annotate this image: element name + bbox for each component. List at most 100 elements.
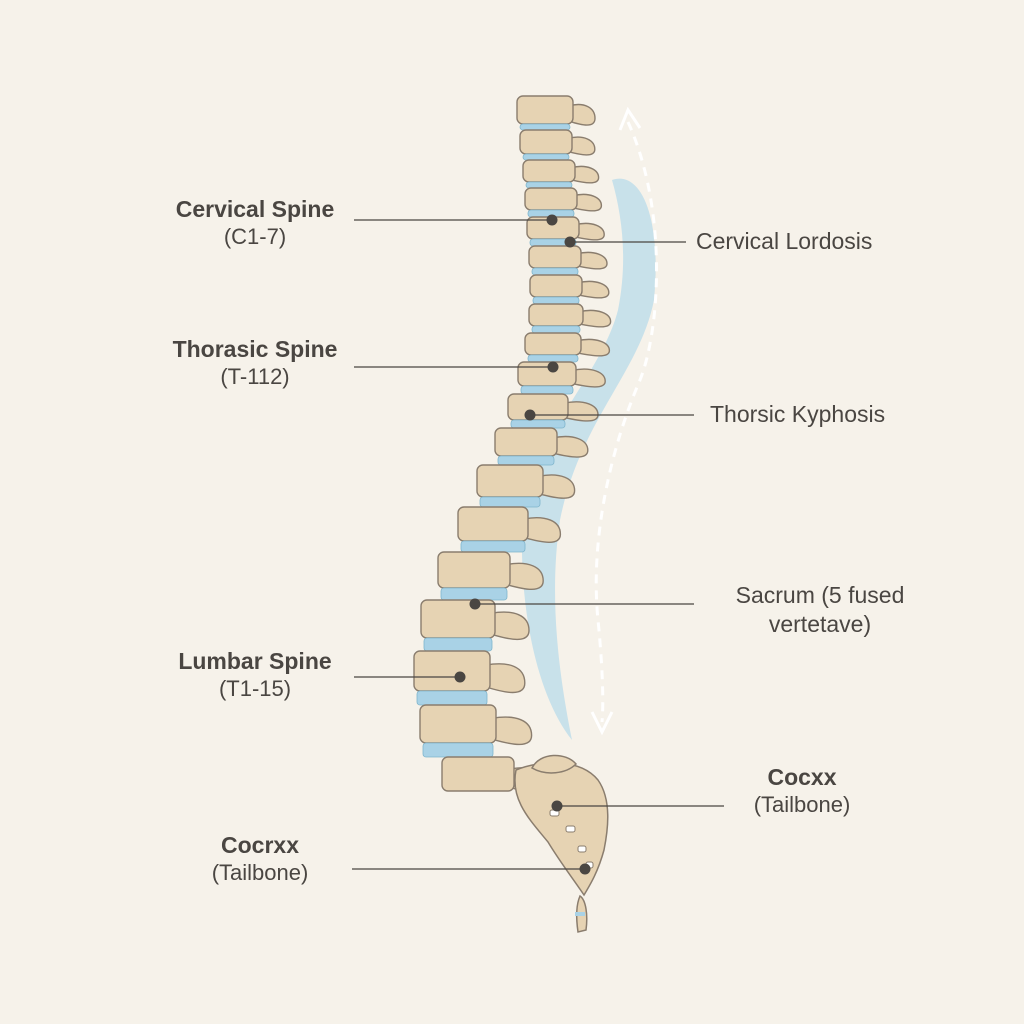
sacrum-lobe [531, 754, 578, 774]
spinous-process [491, 716, 533, 746]
label-kyphosis: Thorsic Kyphosis [710, 400, 885, 429]
vertebra [528, 303, 612, 334]
spinous-process [574, 222, 605, 241]
intervertebral-disc [525, 181, 573, 189]
label-sacrum: Sacrum (5 fused vertetave) [700, 581, 940, 639]
vertebrae [413, 95, 612, 793]
vertebral-body [413, 650, 491, 692]
intervertebral-disc [510, 419, 566, 429]
vertebral-body [517, 361, 577, 387]
vertebral-body [516, 95, 574, 125]
label-lumbar-sub: (T1-15) [218, 675, 292, 701]
arrow-head-bottom [590, 711, 614, 736]
intervertebral-disc [531, 267, 579, 276]
vertebral-body [419, 704, 497, 744]
vertebral-body [494, 427, 558, 457]
intervertebral-disc [527, 354, 579, 363]
intervertebral-disc [479, 496, 541, 508]
vertebral-body [441, 756, 515, 792]
vertebra [517, 361, 606, 395]
label-coccyx: Cocrxx (Tailbone) [170, 832, 350, 886]
vertebra [507, 393, 599, 429]
spinous-process [552, 435, 589, 458]
spinous-process [505, 562, 544, 591]
vertebral-body [528, 245, 582, 269]
vertebra [524, 187, 603, 218]
intervertebral-disc [531, 325, 581, 334]
label-coccyx-right-sub: (Tailbone) [753, 791, 851, 817]
vertebra [476, 464, 576, 508]
intervertebral-disc [522, 153, 570, 161]
dot-kyphosis [524, 409, 536, 421]
vertebra [457, 506, 562, 553]
vertebra [494, 427, 589, 466]
label-lordosis-text: Cervical Lordosis [696, 228, 873, 254]
curvature-arrow [594, 121, 659, 723]
vertebra [528, 245, 608, 276]
intervertebral-disc [460, 540, 526, 553]
label-lumbar-title: Lumbar Spine [178, 648, 332, 674]
label-lordosis: Cervical Lordosis [696, 227, 872, 256]
vertebra [522, 159, 600, 189]
vertebral-body [519, 129, 573, 155]
vertebral-body [529, 274, 583, 298]
label-lumbar: Lumbar Spine (T1-15) [140, 648, 370, 702]
dot-coccyx-right [551, 800, 563, 812]
vertebra [516, 95, 596, 131]
spinous-process [568, 103, 596, 126]
curvature-band [521, 178, 656, 740]
spinous-process [571, 368, 606, 388]
vertebra [420, 599, 530, 652]
label-coccyx-right: Cocxx (Tailbone) [722, 764, 882, 818]
vertebral-body [522, 159, 576, 183]
spinous-process [490, 611, 530, 641]
spinous-process [572, 193, 603, 212]
sacrum [514, 762, 609, 897]
vertebral-body [524, 187, 578, 211]
intervertebral-disc [532, 296, 580, 305]
vertebra [413, 650, 526, 706]
label-cervical-title: Cervical Spine [175, 196, 335, 222]
spinous-process [577, 280, 610, 299]
dot-thoracic [547, 361, 559, 373]
dot-lumbar [454, 671, 466, 683]
vertebra [437, 551, 544, 601]
label-coccyx-title: Cocrxx [221, 832, 299, 858]
spinous-process [523, 517, 562, 543]
spinous-process [485, 663, 526, 694]
intervertebral-disc [520, 385, 574, 395]
intervertebral-disc [519, 123, 571, 131]
label-thoracic-sub: (T-112) [220, 363, 290, 389]
coccyx-segment [575, 912, 585, 916]
label-cervical-sub: (C1-7) [223, 223, 287, 249]
vertebral-body [507, 393, 569, 421]
label-coccyx-right-title: Cocxx [767, 764, 837, 790]
dot-sacrum [469, 598, 481, 610]
intervertebral-disc [422, 742, 494, 758]
vertebral-body [420, 599, 496, 639]
leader-dots [454, 214, 591, 875]
arrow-head-top [618, 106, 642, 131]
vertebral-body [524, 332, 582, 356]
vertebra [519, 129, 596, 161]
spinous-process [578, 309, 612, 328]
vertebral-body [528, 303, 584, 327]
intervertebral-disc [416, 690, 488, 706]
intervertebral-disc [440, 587, 508, 601]
vertebral-body [437, 551, 511, 589]
label-cervical: Cervical Spine (C1-7) [140, 196, 370, 250]
dot-coccyx-left [579, 863, 591, 875]
dot-lordosis [564, 236, 576, 248]
spinous-process [576, 338, 611, 357]
sacral-foramen [577, 845, 587, 853]
dot-cervical [546, 214, 558, 226]
sacral-foramen [565, 825, 576, 833]
label-kyphosis-text: Thorsic Kyphosis [710, 401, 886, 427]
vertebra [529, 274, 610, 305]
leader-lines [352, 219, 724, 870]
label-coccyx-sub: (Tailbone) [211, 859, 309, 885]
spinous-process [576, 251, 608, 270]
spinous-process [538, 474, 576, 499]
